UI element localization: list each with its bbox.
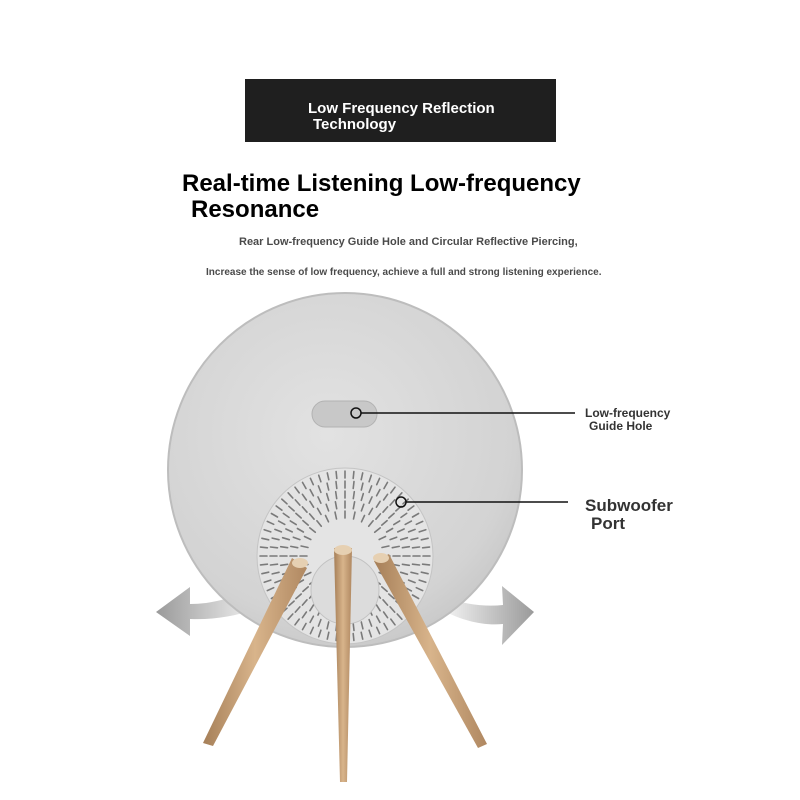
subwoofer-label-line-2: Port: [591, 514, 625, 533]
guide-hole-callout-line: [350, 407, 575, 419]
title-banner: Low Frequency Reflection Technology: [245, 79, 556, 142]
banner-title-line-2: Technology: [313, 116, 397, 133]
headline-line-2: Resonance: [191, 196, 320, 223]
description-line-2: Increase the sense of low frequency, ach…: [206, 267, 602, 278]
subwoofer-callout-line: [395, 496, 568, 508]
description-line-1: Rear Low-frequency Guide Hole and Circul…: [239, 236, 578, 248]
guide-hole-callout-label: Low-frequency Guide Hole: [585, 407, 670, 433]
low-frequency-guide-hole: [311, 400, 378, 428]
headline-line-1: Real-time Listening Low-frequency: [182, 170, 581, 197]
subwoofer-callout-label: Subwoofer Port: [585, 497, 673, 533]
rotate-right-arrow-icon: [446, 586, 534, 645]
guide-hole-label-line-2: Guide Hole: [589, 419, 653, 433]
headline: Real-time Listening Low-frequency Resona…: [182, 171, 581, 223]
guide-hole-label-line-1: Low-frequency: [585, 406, 671, 420]
subwoofer-label-line-1: Subwoofer: [585, 496, 673, 515]
wooden-tripod-legs: [203, 545, 487, 782]
banner-title-line-1: Low Frequency Reflection: [308, 100, 495, 117]
